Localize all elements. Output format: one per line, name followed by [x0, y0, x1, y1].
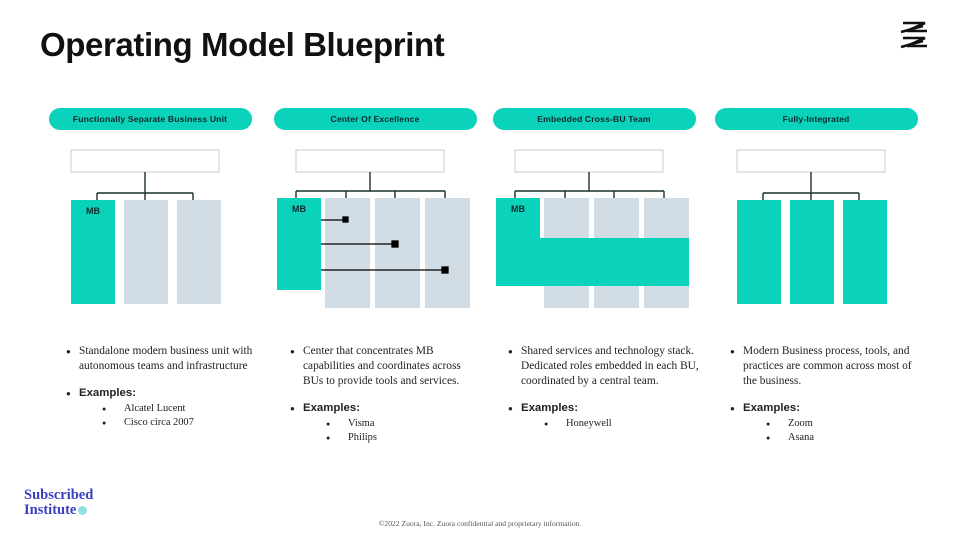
diagram-fully-integrated [706, 148, 926, 308]
examples-heading: Examples: Honeywell [508, 401, 700, 432]
examples-label: Examples: [79, 387, 136, 399]
mb-label: MB [292, 204, 306, 214]
list-item: Zoom [766, 417, 922, 431]
page-title: Operating Model Blueprint [40, 26, 445, 63]
model-pill-4[interactable]: Fully-Integrated [714, 108, 918, 130]
description-text: Modern Business process, tools, and prac… [730, 344, 922, 389]
subscribed-institute-logo: Subscribed Institute [24, 488, 93, 517]
bu-column [790, 200, 834, 304]
shared-services-band [496, 238, 689, 286]
mb-column [71, 200, 115, 304]
examples-list: Zoom Asana [743, 417, 922, 445]
description-block-1: Standalone modern business unit with aut… [62, 344, 258, 432]
connector-lines [295, 172, 446, 200]
model-pill-2[interactable]: Center Of Excellence [273, 108, 477, 130]
diagram-embedded-cross-bu: MB [484, 148, 704, 308]
description-block-2: Center that concentrates MB capabilities… [286, 344, 482, 447]
examples-heading: Examples: Zoom Asana [730, 401, 922, 446]
brand-line-1: Subscribed [24, 487, 94, 503]
bu-column [375, 198, 420, 308]
list-item: Honeywell [544, 417, 700, 431]
description-text: Standalone modern business unit with aut… [66, 344, 258, 374]
mb-column [277, 198, 321, 290]
list-item: Visma [326, 417, 482, 431]
connector-lines [514, 172, 665, 200]
examples-list: Visma Philips [303, 417, 482, 445]
list-item: Philips [326, 431, 482, 445]
examples-heading: Examples: Alcatel Lucent Cisco circa 200… [66, 386, 258, 431]
brand-line-2: Institute [24, 501, 77, 518]
connector-lines [96, 172, 194, 202]
top-box [736, 149, 886, 173]
description-blocks: Standalone modern business unit with aut… [0, 344, 960, 474]
description-block-4: Modern Business process, tools, and prac… [726, 344, 922, 447]
copyright-text: ©2022 Zuora, Inc. Zuora confidential and… [378, 519, 582, 528]
model-column-4: Fully-Integrated [706, 108, 926, 308]
top-box [295, 149, 445, 173]
model-pill-3[interactable]: Embedded Cross-BU Team [492, 108, 696, 130]
mb-label: MB [86, 206, 100, 216]
flow-arrows [321, 216, 449, 274]
description-text: Shared services and technology stack. De… [508, 344, 700, 389]
model-column-1: Functionally Separate Business Unit MB [40, 108, 260, 308]
top-box [514, 149, 664, 173]
model-column-2: Center Of Excellence [265, 108, 485, 308]
bu-column [425, 198, 470, 308]
zuora-z-logo-icon [896, 18, 932, 52]
top-box [70, 149, 220, 173]
list-item: Cisco circa 2007 [102, 416, 258, 430]
bu-column [737, 200, 781, 304]
connector-lines [762, 172, 860, 202]
diagram-separate-bu: MB [40, 148, 260, 308]
examples-list: Honeywell [521, 417, 700, 431]
examples-label: Examples: [521, 402, 578, 414]
mb-label: MB [511, 204, 525, 214]
bu-column [843, 200, 887, 304]
list-item: Alcatel Lucent [102, 402, 258, 416]
model-column-3: Embedded Cross-BU Team [484, 108, 704, 308]
list-item: Asana [766, 431, 922, 445]
examples-label: Examples: [743, 402, 800, 414]
examples-label: Examples: [303, 402, 360, 414]
model-pill-1[interactable]: Functionally Separate Business Unit [48, 108, 252, 130]
examples-heading: Examples: Visma Philips [290, 401, 482, 446]
bu-column [124, 200, 168, 304]
model-columns: Functionally Separate Business Unit MB [0, 108, 960, 338]
examples-list: Alcatel Lucent Cisco circa 2007 [79, 402, 258, 430]
description-block-3: Shared services and technology stack. De… [504, 344, 700, 433]
bu-column [177, 200, 221, 304]
brand-dot-icon [78, 505, 88, 515]
diagram-center-of-excellence: MB [265, 148, 485, 308]
description-text: Center that concentrates MB capabilities… [290, 344, 482, 389]
bu-column [325, 198, 370, 308]
